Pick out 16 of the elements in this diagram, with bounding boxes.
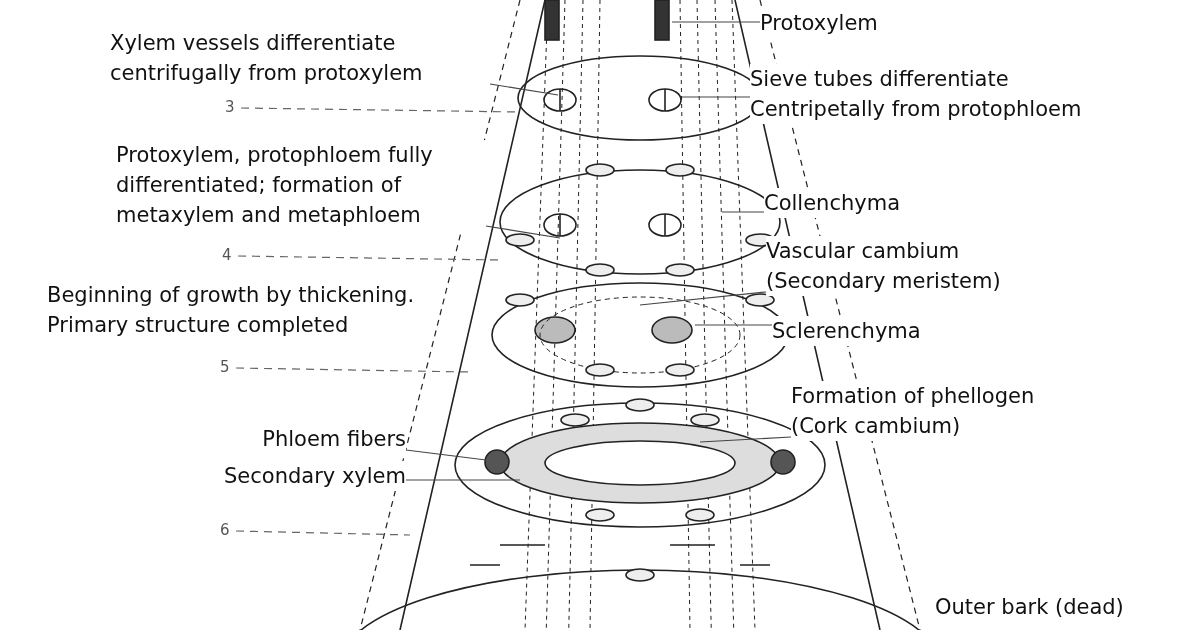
- section-number: 3: [225, 98, 235, 116]
- leader-line: [405, 479, 521, 481]
- leader-line: [489, 83, 559, 96]
- leader-line: [639, 291, 767, 306]
- section-number: 5: [220, 358, 230, 376]
- section-number: 6: [220, 521, 230, 539]
- leader-line: [485, 225, 561, 239]
- note-text: Outer bark (dead): [935, 594, 1125, 621]
- note-text: Beginning of growth by thickening. Primary structure completed: [47, 282, 416, 339]
- callout-label: Protoxylem, protophloem fully differentiated; formation of metaxylem and metaphloem: [116, 140, 486, 230]
- section-number: 4: [222, 246, 232, 264]
- leader-line: [671, 21, 761, 23]
- leader-line: [681, 96, 751, 98]
- leader-line: [721, 211, 765, 213]
- leader-line: [405, 449, 487, 461]
- leader-line: [694, 324, 773, 326]
